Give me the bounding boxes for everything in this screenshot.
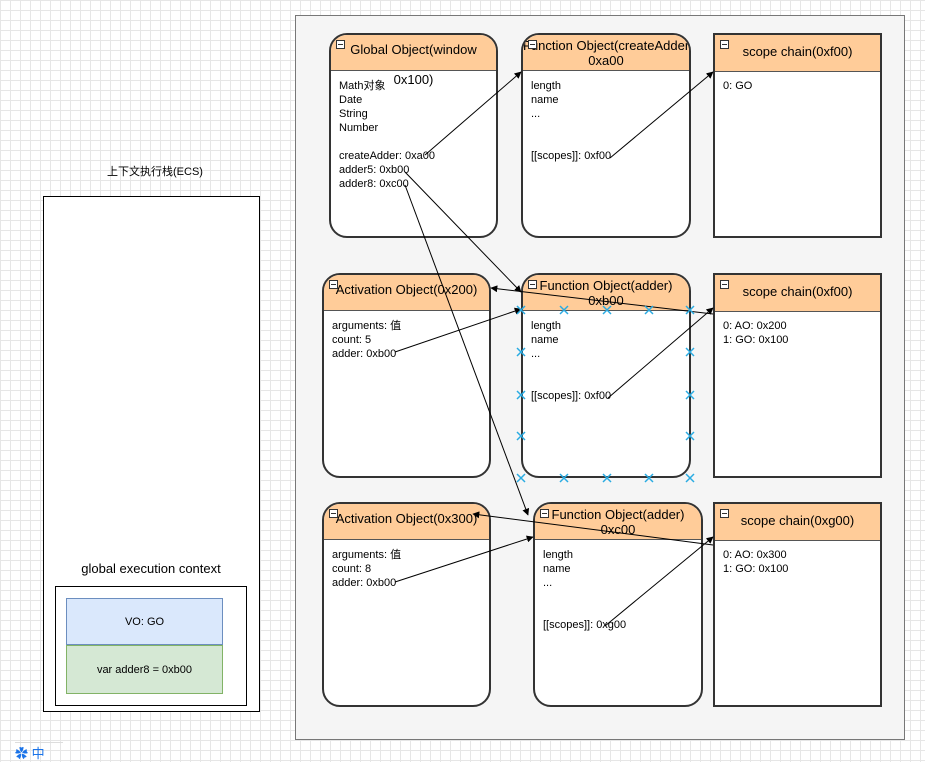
- scope-chain-card-1[interactable]: scope chain(0xf00) 0: GO: [713, 33, 882, 238]
- function-object-adder-b00-title: Function Object(adder) 0xb00: [523, 275, 689, 311]
- activation-object-300-title: Activation Object(0x300): [324, 504, 489, 540]
- function-object-adder-c00-card[interactable]: Function Object(adder) 0xc00 length name…: [533, 502, 703, 707]
- collapse-icon[interactable]: [540, 509, 549, 518]
- collapse-icon[interactable]: [336, 40, 345, 49]
- scope-chain-card-3[interactable]: scope chain(0xg00) 0: AO: 0x300 1: GO: 0…: [713, 502, 882, 707]
- activation-object-300-body: arguments: 值 count: 8 adder: 0xb00: [332, 549, 402, 589]
- scope-chain-body-2: 0: AO: 0x200 1: GO: 0x100: [723, 320, 789, 346]
- collapse-icon[interactable]: [528, 40, 537, 49]
- scope-chain-title-2: scope chain(0xf00): [715, 275, 880, 312]
- collapse-icon[interactable]: [329, 280, 338, 289]
- function-object-createadder-card[interactable]: Function Object(createAdder) 0xa00 lengt…: [521, 33, 691, 238]
- scope-chain-body-3: 0: AO: 0x300 1: GO: 0x100: [723, 549, 789, 575]
- activation-object-200-body: arguments: 值 count: 5 adder: 0xb00: [332, 320, 402, 360]
- var-cell[interactable]: var adder8 = 0xb00: [66, 645, 223, 694]
- scope-chain-title-3: scope chain(0xg00): [715, 504, 880, 541]
- bottom-toolbar[interactable]: ✿ 中: [15, 742, 63, 761]
- collapse-icon[interactable]: [720, 280, 729, 289]
- collapse-icon[interactable]: [528, 280, 537, 289]
- collapse-icon[interactable]: [720, 509, 729, 518]
- vo-cell[interactable]: VO: GO: [66, 598, 223, 645]
- ecs-title: 上下文执行栈(ECS): [107, 166, 203, 178]
- scope-chain-body-1: 0: GO: [723, 80, 753, 92]
- activation-object-200-card[interactable]: Activation Object(0x200) arguments: 值 co…: [322, 273, 491, 478]
- flower-icon[interactable]: ✿: [15, 746, 29, 761]
- activation-object-300-card[interactable]: Activation Object(0x300) arguments: 值 co…: [322, 502, 491, 707]
- global-object-body: Math对象 Date String Number createAdder: 0…: [339, 80, 436, 190]
- function-object-adder-b00-body: length name ... [[scopes]]: 0xf00: [531, 320, 612, 402]
- function-object-createadder-title: Function Object(createAdder) 0xa00: [523, 35, 689, 71]
- function-object-createadder-body: length name ... [[scopes]]: 0xf00: [531, 80, 612, 162]
- activation-object-200-title: Activation Object(0x200): [324, 275, 489, 311]
- scope-chain-card-2[interactable]: scope chain(0xf00) 0: AO: 0x200 1: GO: 0…: [713, 273, 882, 478]
- function-object-adder-c00-title: Function Object(adder) 0xc00: [535, 504, 701, 540]
- input-method-label[interactable]: 中: [31, 746, 45, 761]
- global-object-title: Global Object(window 0x100): [331, 35, 496, 87]
- collapse-icon[interactable]: [329, 509, 338, 518]
- global-object-card[interactable]: Global Object(window 0x100) Math对象 Date …: [329, 33, 498, 238]
- gec-title: global execution context: [81, 561, 221, 576]
- function-object-adder-c00-body: length name ... [[scopes]]: 0xg00: [543, 549, 627, 631]
- scope-chain-title-1: scope chain(0xf00): [715, 35, 880, 72]
- collapse-icon[interactable]: [720, 40, 729, 49]
- function-object-adder-b00-card[interactable]: Function Object(adder) 0xb00 length name…: [521, 273, 691, 478]
